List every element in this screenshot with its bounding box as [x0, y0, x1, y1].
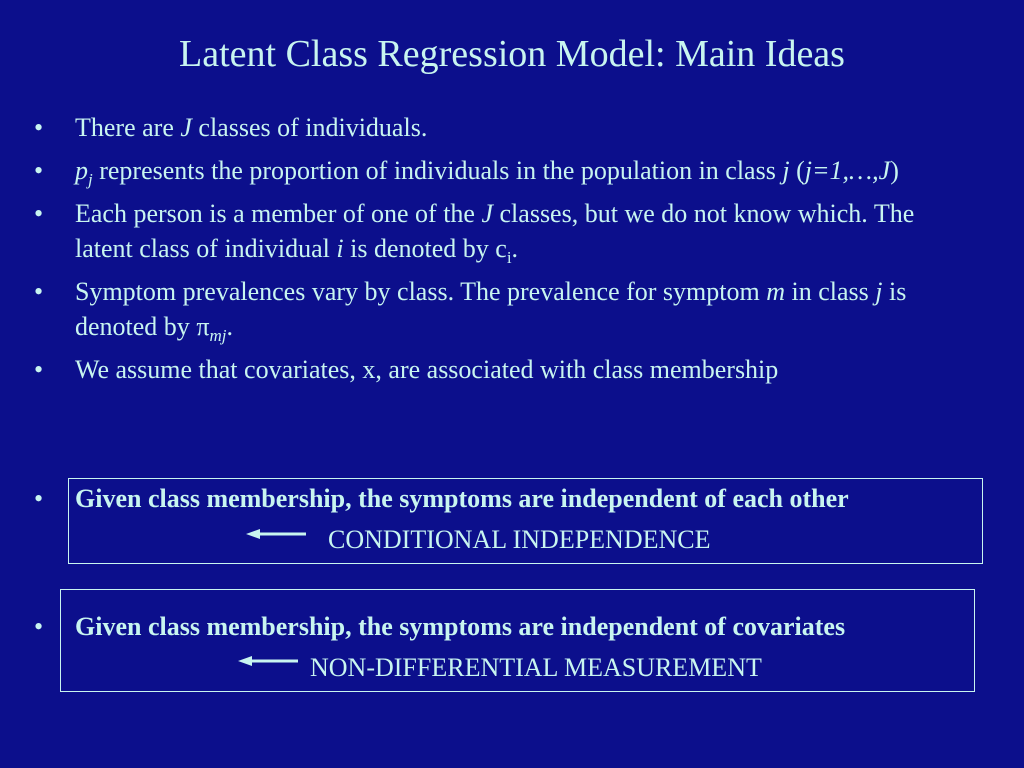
bullet-subscript: mj [209, 326, 227, 346]
bullet-text: ( [789, 156, 805, 185]
bullet-marker: • [34, 199, 44, 228]
bullet-marker: • [34, 156, 44, 185]
bullet-italic: j=1,…,J [804, 156, 891, 185]
non-differential-measurement-label: NON-DIFFERENTIAL MEASUREMENT [310, 653, 762, 682]
bullet-subscript: i [506, 248, 512, 268]
bullet-text: is denoted by c [343, 234, 507, 263]
bullet-text: We assume that covariates, x, are associ… [75, 355, 779, 384]
bullet-text: is denoted by [75, 277, 907, 341]
bullet-list: • There are J classes of individuals. • … [30, 110, 950, 395]
bullet-text: ) [890, 156, 899, 185]
bullet-item: • There are J classes of individuals. [30, 110, 950, 145]
bullet-text: in class [785, 277, 876, 306]
bullet-text: . [511, 234, 519, 263]
bullet-item: • We assume that covariates, x, are asso… [30, 352, 950, 387]
left-arrow-icon [244, 524, 308, 544]
bullet-text: . [226, 312, 233, 341]
conditional-independence-box [68, 478, 983, 564]
bullet-italic: i [336, 234, 344, 263]
bullet-marker: • [34, 277, 44, 306]
bullet-text: There are [75, 113, 181, 142]
conditional-independence-label: CONDITIONAL INDEPENDENCE [328, 525, 711, 554]
bullet-text: Symptom prevalences vary by class. The p… [75, 277, 767, 306]
bullet-item: • Symptom prevalences vary by class. The… [30, 274, 950, 344]
bullet-italic: j [782, 156, 790, 185]
bullet-item: • pj represents the proportion of indivi… [30, 153, 950, 188]
left-arrow-icon [236, 651, 300, 671]
bullet-subscript: j [88, 170, 93, 190]
pi-symbol: π [196, 312, 210, 341]
non-differential-measurement-box [60, 589, 975, 692]
conditional-independence-statement: Given class membership, the symptoms are… [75, 484, 849, 513]
bullet-text: represents the proportion of individuals… [92, 156, 783, 185]
bullet-marker: • [34, 355, 44, 384]
bullet-text: classes, but we do not know which. The l… [75, 199, 915, 263]
bullet-italic: j [875, 277, 883, 306]
bullet-text: classes of individuals. [191, 113, 428, 142]
slide-title: Latent Class Regression Model: Main Idea… [179, 33, 845, 75]
non-differential-measurement-statement: Given class membership, the symptoms are… [75, 612, 846, 641]
bullet-item: • Each person is a member of one of the … [30, 196, 950, 266]
bullet-text: Each person is a member of one of the [75, 199, 482, 228]
bullet-italic: p [75, 156, 88, 185]
bullet-italic: J [481, 199, 494, 228]
bullet-marker: • [34, 113, 44, 142]
bullet-italic: m [766, 277, 785, 306]
bullet-italic: J [180, 113, 192, 142]
bullet-marker: • [34, 484, 44, 513]
bullet-marker: • [34, 612, 44, 641]
